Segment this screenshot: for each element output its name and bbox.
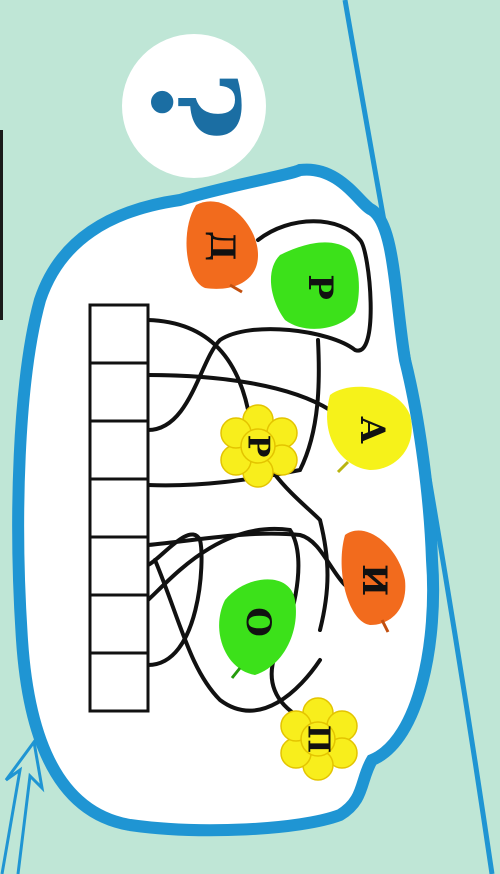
token-letter: Р — [300, 274, 340, 300]
answer-cell-1[interactable] — [88, 303, 150, 365]
connection-lines — [146, 219, 373, 727]
token-letter: А — [352, 416, 392, 444]
leaf-icon — [186, 201, 258, 289]
leaf-stem-icon — [380, 619, 390, 633]
question-mark: ? — [124, 71, 265, 141]
answer-cell-3[interactable] — [88, 419, 150, 481]
decorative-arrow-icon — [0, 738, 45, 874]
flower-token-4[interactable]: Р — [220, 404, 298, 488]
answer-cell-4[interactable] — [88, 477, 150, 539]
leaf-token-1[interactable]: Д — [186, 201, 258, 294]
token-letter: П — [301, 725, 336, 753]
leaf-token-3[interactable]: А — [327, 386, 412, 474]
question-circle — [122, 34, 266, 178]
leaf-stem-icon — [229, 283, 243, 294]
leaf-icon — [270, 242, 359, 329]
leaf-icon — [341, 530, 406, 625]
token-letter: Р — [241, 435, 276, 458]
answer-cell-5[interactable] — [88, 535, 150, 597]
left-dark-edge — [0, 130, 3, 320]
flower-icon — [280, 697, 358, 781]
token-letter: О — [238, 607, 278, 637]
token-letter: Д — [202, 231, 242, 261]
leaf-token-6[interactable]: О — [219, 579, 296, 679]
leaf-stem-icon — [336, 460, 350, 474]
leaf-icon — [219, 579, 296, 675]
leaf-token-5[interactable]: И — [341, 530, 406, 633]
leaf-stem-icon — [230, 667, 242, 679]
answer-cell-2[interactable] — [88, 361, 150, 423]
flower-icon — [220, 404, 298, 488]
leaf-icon — [327, 386, 412, 470]
answer-cell-7[interactable] — [88, 651, 150, 713]
token-letter: И — [354, 564, 394, 596]
answer-cell-6[interactable] — [88, 593, 150, 655]
flower-token-7[interactable]: П — [280, 697, 358, 781]
answer-grid — [88, 303, 150, 713]
leaf-token-2[interactable]: Р — [270, 242, 359, 329]
